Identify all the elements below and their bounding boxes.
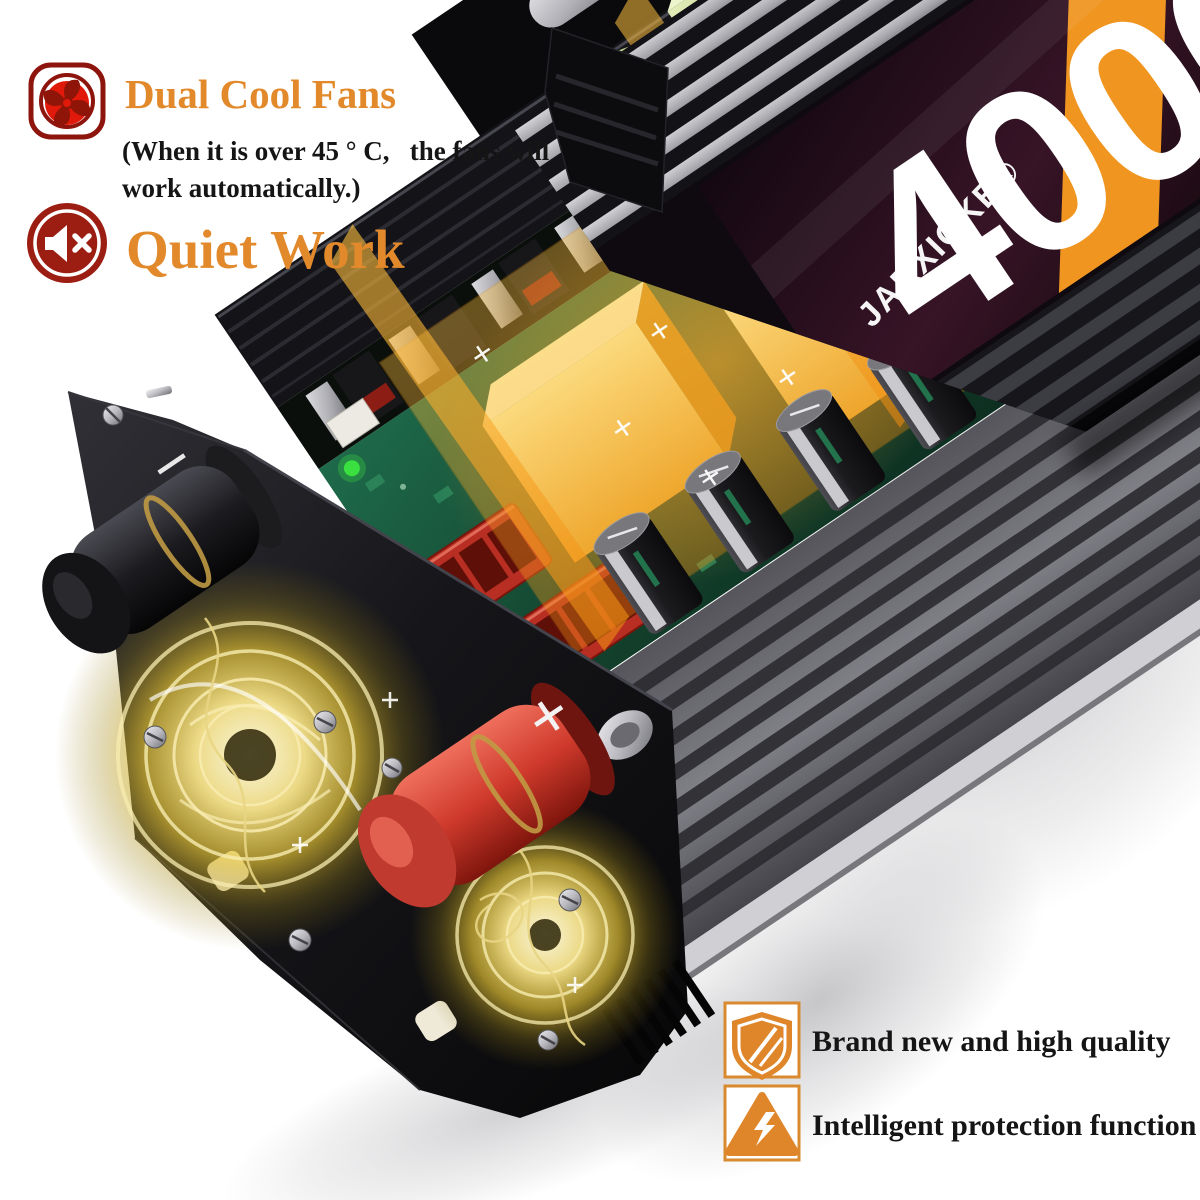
- positive-terminal: [357, 682, 615, 908]
- cover-corner-bracket: [544, 26, 669, 214]
- gold-wire-streaks: [204, 617, 586, 1047]
- negative-terminal: [42, 445, 282, 654]
- quiet-work-title: Quiet Work: [126, 219, 405, 280]
- front-panel: − +: [42, 385, 716, 1118]
- right-heatsink: [462, 206, 1200, 998]
- cover-fins-back: [511, 0, 1200, 252]
- label-orange-stripe: [1058, 0, 1171, 294]
- dual-cool-fans-title: Dual Cool Fans: [125, 71, 396, 117]
- case-far-side: [411, 0, 914, 140]
- feature-label-brand-new: Brand new and high quality: [812, 1025, 1170, 1058]
- panel-screws: [102, 385, 582, 1051]
- fan-icon: [28, 62, 106, 140]
- fan-note-line1: (When it is over 45 ° C, the fans will: [122, 136, 550, 166]
- warning-lightning-icon: [723, 1084, 801, 1162]
- orange-insulation-fin-1: [330, 224, 630, 652]
- cooling-fan-1: [55, 560, 445, 950]
- feature-intelligent-protection: Intelligent protection function: [723, 1084, 1197, 1162]
- fan-note-line2: work automatically.): [122, 173, 360, 203]
- flange-pin: [146, 385, 172, 399]
- annotation-dual-cool-fans: Dual Cool Fans (When it is over 45 ° C, …: [28, 62, 550, 203]
- feature-label-protection: Intelligent protection function: [812, 1109, 1197, 1142]
- ceramic-resistor: [325, 397, 381, 449]
- panel-sparkles: [292, 692, 583, 993]
- shield-check-icon: [723, 1001, 801, 1080]
- annotation-quiet-work: Quiet Work: [27, 203, 405, 283]
- speaker-mute-icon: [27, 203, 107, 283]
- status-led: [343, 460, 360, 477]
- terminal-bolt: [597, 710, 653, 760]
- chrome-capacitors-far: [529, 0, 662, 28]
- feature-brand-new: Brand new and high quality: [723, 1001, 1170, 1080]
